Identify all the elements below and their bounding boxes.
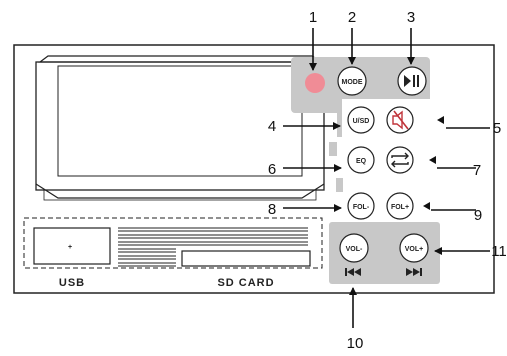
callout-2: 2 [348,9,356,26]
callout-1: 1 [309,9,317,26]
folder-up-button[interactable]: FOL+ [386,192,414,220]
callout-arrows [283,28,490,328]
play-pause-button[interactable] [397,66,427,96]
volume-down-button-label: VOL- [346,246,363,253]
eq-button[interactable]: EQ [347,146,375,174]
callout-5: 5 [493,120,501,137]
callout-7: 7 [473,162,481,179]
eq-button-label: EQ [356,158,367,165]
usb-sd-button[interactable]: U/SD [347,106,375,134]
volume-up-button[interactable]: VOL+ [399,233,429,263]
volume-up-button-label: VOL+ [405,246,423,253]
repeat-button[interactable] [386,146,414,174]
mute-button[interactable] [386,106,414,134]
device-housing [13,44,495,294]
sd-card-label: SD CARD [217,277,274,289]
callout-11: 11 [491,243,507,260]
mute-icon [392,110,409,130]
sd-card-slot[interactable] [181,250,311,267]
callout-6: 6 [268,161,276,178]
power-indicator-light [305,73,325,93]
folder-down-button[interactable]: FOL- [347,192,375,220]
triangle-marker-9 [423,202,430,210]
repeat-icon [391,152,409,168]
folder-up-button-label: FOL+ [391,204,409,211]
callout-9: 9 [474,207,482,224]
display-screen [35,55,325,201]
next-track-icon [406,268,422,276]
triangle-marker-5 [437,116,444,124]
callout-4: 4 [268,118,276,135]
mode-button[interactable]: MODE [337,66,367,96]
volume-down-button[interactable]: VOL- [339,233,369,263]
folder-down-button-label: FOL- [353,204,370,211]
port-area: + [23,217,323,269]
previous-track-icon [345,268,361,276]
usb-port[interactable] [33,227,111,265]
callout-8: 8 [268,201,276,218]
callout-3: 3 [407,9,415,26]
usb-sd-button-label: U/SD [353,118,370,125]
vent-lines [118,227,308,267]
usb-label: USB [59,277,85,289]
play-pause-icon [404,75,419,87]
callout-10: 10 [347,335,364,352]
usb-plus-mark: + [68,244,72,251]
triangle-marker-7 [429,156,436,164]
mode-button-label: MODE [342,79,363,86]
